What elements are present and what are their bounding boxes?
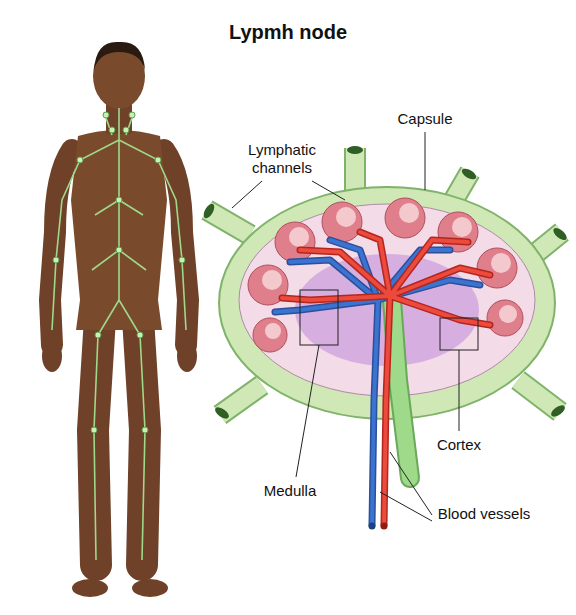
small-node (77, 157, 83, 163)
small-node (116, 197, 122, 203)
small-node (53, 257, 59, 263)
small-node (91, 427, 97, 433)
part-label: Cortex (419, 436, 499, 454)
human-figure (42, 42, 197, 597)
leader-line (232, 181, 262, 208)
follicle (385, 198, 425, 238)
small-node (103, 112, 109, 118)
cortex-bracket (440, 318, 478, 350)
foot (132, 579, 168, 597)
part-label: Blood vessels (424, 505, 544, 523)
small-node (116, 247, 122, 253)
follicle-center (289, 227, 309, 247)
follicle (487, 300, 523, 336)
channel-end (202, 202, 217, 220)
small-node (95, 332, 101, 338)
follicle (477, 248, 517, 288)
small-node (137, 332, 143, 338)
hand (177, 340, 197, 372)
small-node (129, 112, 135, 118)
efferent-vessel-outline (392, 300, 410, 478)
follicle-center (399, 203, 419, 223)
lymph-vessel (52, 108, 186, 560)
channel-end (551, 226, 568, 242)
small-node (179, 257, 185, 263)
artery (282, 232, 490, 525)
leader-lines (232, 132, 478, 521)
channel-label: Lymphatic channels (232, 141, 332, 177)
leader-line (390, 452, 432, 515)
part-label: Medulla (245, 482, 335, 500)
leader-line (296, 345, 319, 477)
channel-end (213, 405, 231, 421)
small-node (109, 127, 115, 133)
diagram-title: Lypmh node (158, 20, 418, 44)
hair (94, 42, 145, 70)
follicle (275, 222, 315, 262)
lymph-nodes-body (53, 112, 185, 433)
leader-line (425, 132, 426, 190)
lymph-network (52, 108, 186, 560)
follicle-center (265, 323, 281, 339)
follicle (322, 202, 362, 242)
small-node (142, 427, 148, 433)
hand (42, 340, 62, 372)
small-node (155, 157, 161, 163)
artery-end (381, 523, 388, 530)
leader-line (459, 350, 460, 431)
efferent-vessel (392, 300, 410, 478)
follicle (253, 318, 287, 352)
leader-line (380, 492, 432, 521)
follicle-center (262, 270, 282, 290)
channel-end (347, 146, 363, 154)
follicle-center (499, 305, 517, 323)
channel-end (460, 167, 478, 182)
foot (72, 579, 108, 597)
vein-end (369, 523, 376, 530)
artery-outline (282, 232, 490, 525)
follicle-center (491, 253, 511, 273)
follicle-center (452, 217, 472, 237)
part-label: Capsule (380, 110, 470, 128)
follicle (438, 212, 478, 252)
follicle-center (336, 207, 356, 227)
leader-line (312, 181, 345, 200)
medulla-bracket (300, 290, 338, 345)
channel-end (549, 403, 567, 419)
small-node (123, 127, 129, 133)
